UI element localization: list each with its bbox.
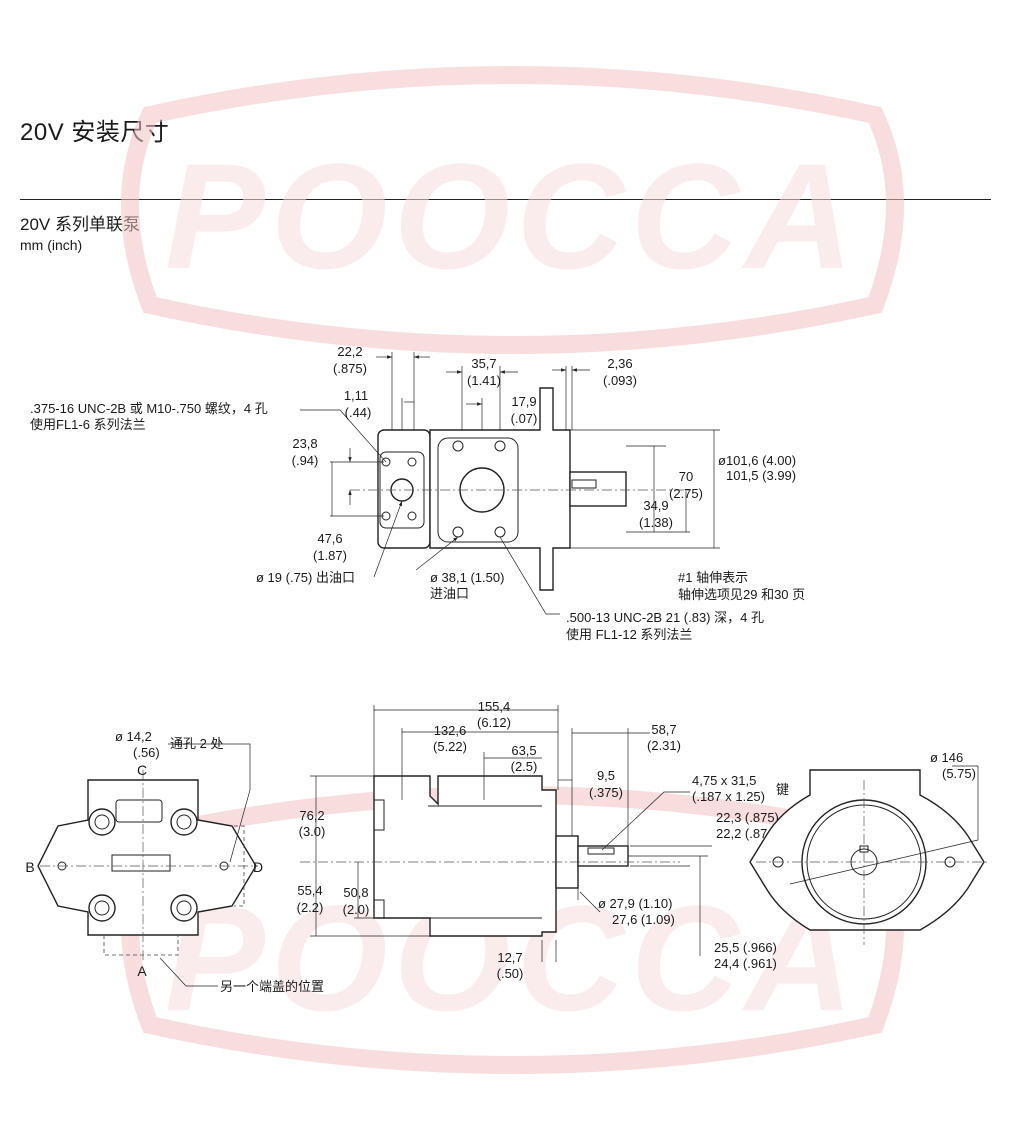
dim-23-8-inch: (.94) bbox=[292, 453, 319, 468]
note-shaft-option: #1 轴伸表示 bbox=[678, 570, 748, 585]
dim-63-5: 63,5 bbox=[511, 743, 536, 758]
dim-76-2-inch: (3.0) bbox=[299, 824, 326, 839]
dim-17-9-inch: (.07) bbox=[511, 411, 538, 426]
dim-key-size-inch: (.187 x 1.25) bbox=[692, 789, 765, 804]
dim-25-5: 25,5 (.966) bbox=[714, 940, 777, 955]
end-left-hole-dia-inch: (.56) bbox=[133, 745, 160, 760]
dim-35-7: 35,7 bbox=[471, 356, 496, 371]
watermark-text-top: POOCCA bbox=[165, 132, 859, 300]
dim-35-7-inch: (1.41) bbox=[467, 373, 501, 388]
dim-2-36-inch: (.093) bbox=[603, 373, 637, 388]
dim-22-2-inch: (.875) bbox=[333, 361, 367, 376]
dim-34-9-inch: (1.38) bbox=[639, 515, 673, 530]
label-d: D bbox=[253, 859, 263, 875]
dim-22-2-shaft: 22,2 (.874) bbox=[716, 826, 779, 841]
dim-155-4-inch: (6.12) bbox=[477, 715, 511, 730]
note-inlet-dia: ø 38,1 (1.50) bbox=[430, 570, 504, 585]
dim-12-7: 12,7 bbox=[497, 950, 522, 965]
dim-63-5-inch: (2.5) bbox=[511, 759, 538, 774]
section-title: 20V 系列单联泵 bbox=[20, 215, 140, 234]
dim-58-7-inch: (2.31) bbox=[647, 738, 681, 753]
note-bolt-thread: .375-16 UNC-2B 或 M10-.750 螺纹，4 孔 bbox=[30, 401, 268, 416]
end-left-hole-note: 通孔 2 处 bbox=[170, 736, 223, 751]
dim-50-8: 50,8 bbox=[343, 885, 368, 900]
dim-70-inch: (2.75) bbox=[669, 486, 703, 501]
dim-17-9: 17,9 bbox=[511, 394, 536, 409]
dim-132-6-inch: (5.22) bbox=[433, 739, 467, 754]
note-inlet-port: 进油口 bbox=[430, 586, 469, 601]
side-view-drawing: 155,4 (6.12) 132,6 (5.22) 63,5 (2.5) 58,… bbox=[297, 699, 789, 981]
dim-1-11: 1,11 bbox=[344, 388, 368, 403]
dim-1-11-inch: (.44) bbox=[345, 405, 372, 420]
dim-key-size: 4,75 x 31,5 bbox=[692, 773, 756, 788]
header-rule bbox=[20, 199, 991, 200]
dim-76-2: 76,2 bbox=[299, 808, 324, 823]
label-a: A bbox=[137, 963, 147, 979]
note-mount-thread: .500-13 UNC-2B 21 (.83) 深，4 孔 bbox=[566, 610, 764, 625]
dim-9-5-inch: (.375) bbox=[589, 785, 623, 800]
end-left-hole-dia: ø 14,2 bbox=[115, 729, 152, 744]
dim-22-3: 22,3 (.875) bbox=[716, 810, 779, 825]
dim-22-2: 22,2 bbox=[337, 344, 362, 359]
dim-key-label: 键 bbox=[776, 782, 789, 797]
dim-24-4: 24,4 (.961) bbox=[714, 956, 777, 971]
label-c: C bbox=[137, 762, 147, 778]
note-mount-flange: 使用 FL1-12 系列法兰 bbox=[566, 627, 692, 642]
right-end-view-drawing: ø 146 (5.75) bbox=[749, 750, 990, 945]
dim-58-7: 58,7 bbox=[651, 722, 676, 737]
dim-155-4: 155,4 bbox=[478, 699, 511, 714]
dim-12-7-inch: (.50) bbox=[497, 966, 524, 981]
dim-55-4: 55,4 bbox=[297, 883, 322, 898]
dim-23-8: 23,8 bbox=[292, 436, 317, 451]
dim-34-9: 34,9 bbox=[643, 498, 668, 513]
top-view-drawing: 22,2 (.875) 35,7 (1.41) 2,36 (.093) 1,11… bbox=[30, 344, 805, 642]
dim-dia-101-5: 101,5 (3.99) bbox=[726, 468, 796, 483]
note-bolt-flange: 使用FL1-6 系列法兰 bbox=[30, 417, 146, 432]
left-end-view-drawing: ø 14,2 (.56) 通孔 2 处 C B D A 另一个端盖的位置 bbox=[25, 729, 324, 994]
dim-9-5: 9,5 bbox=[597, 768, 615, 783]
dim-dia-27-9: ø 27,9 (1.10) bbox=[598, 896, 672, 911]
dim-70: 70 bbox=[679, 469, 693, 484]
label-b: B bbox=[25, 859, 34, 875]
end-right-dia: ø 146 bbox=[930, 750, 963, 765]
dim-50-8-inch: (2.0) bbox=[343, 902, 370, 917]
dim-dia-101-6: ø101,6 (4.00) bbox=[718, 453, 796, 468]
units-label: mm (inch) bbox=[20, 237, 83, 253]
dim-47-6-inch: (1.87) bbox=[313, 548, 347, 563]
dim-132-6: 132,6 bbox=[434, 723, 467, 738]
dim-47-6: 47,6 bbox=[317, 531, 342, 546]
note-outlet-port: ø 19 (.75) 出油口 bbox=[256, 570, 355, 585]
end-left-cover-note: 另一个端盖的位置 bbox=[220, 979, 324, 994]
dim-dia-27-6: 27,6 (1.09) bbox=[612, 912, 675, 927]
note-shaft-pages: 轴伸选项见29 和30 页 bbox=[678, 587, 805, 602]
dim-2-36: 2,36 bbox=[607, 356, 632, 371]
end-right-dia-inch: (5.75) bbox=[942, 766, 976, 781]
dim-55-4-inch: (2.2) bbox=[297, 900, 324, 915]
